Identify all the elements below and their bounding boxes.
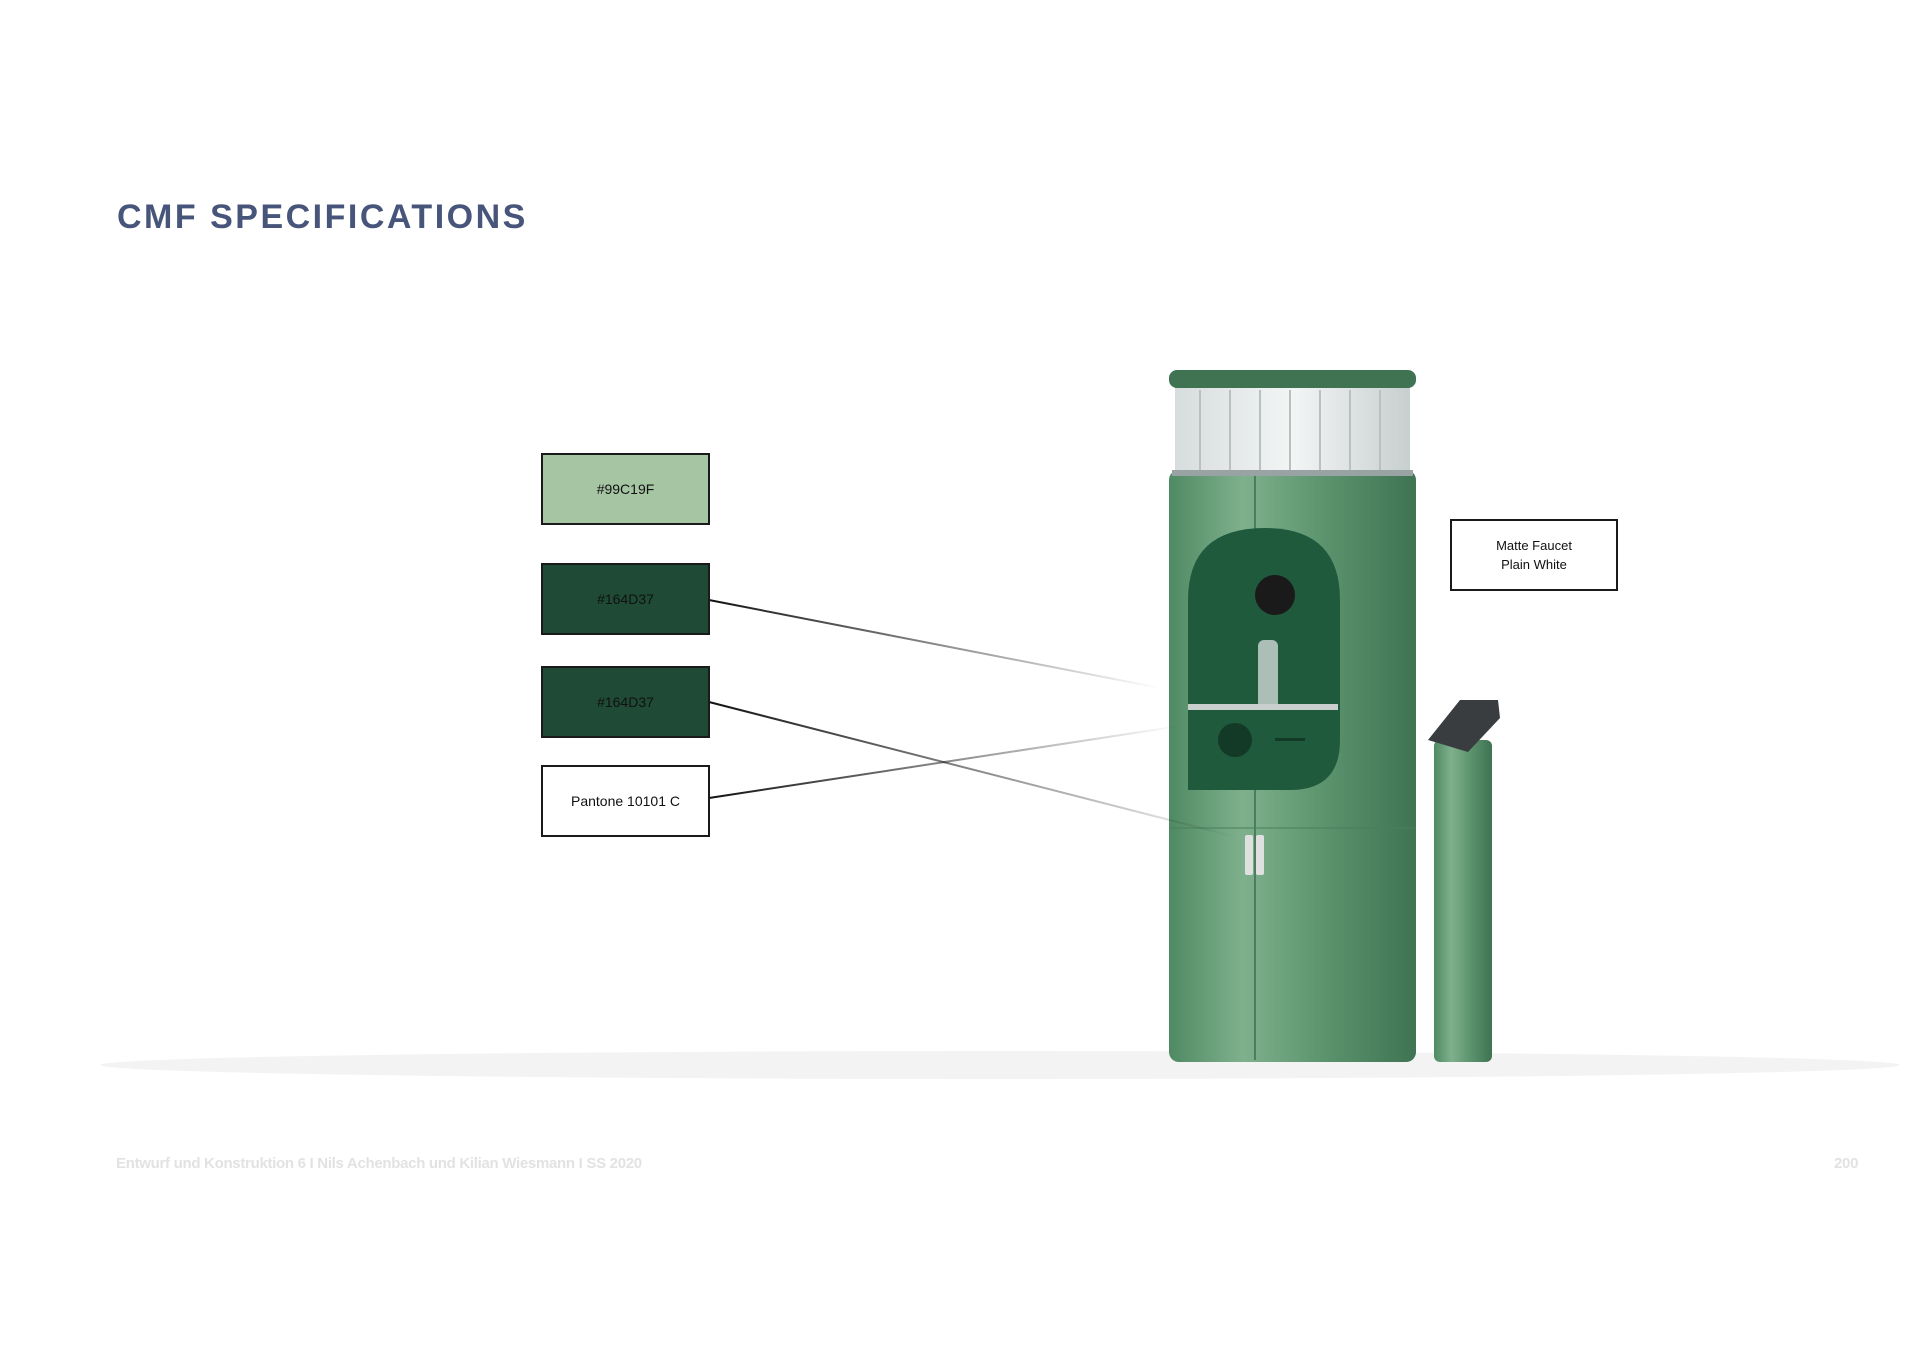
swatch-dark-green-2: #164D37 [541, 666, 710, 738]
dispenser-lid [1169, 370, 1416, 388]
faucet-note: Matte Faucet Plain White [1450, 519, 1618, 591]
bottle [1258, 640, 1278, 710]
shelf [1188, 704, 1338, 710]
swatch-light-green: #99C19F [541, 453, 710, 525]
swatch-label: #164D37 [597, 694, 654, 710]
swatch-dark-green-1: #164D37 [541, 563, 710, 635]
faucet-pillar [1434, 740, 1492, 1062]
page-title: CMF SPECIFICATIONS [117, 198, 528, 236]
note-line-2: Plain White [1501, 557, 1567, 572]
bottle-storage-glass [1175, 385, 1410, 473]
swatch-label: #99C19F [596, 481, 655, 497]
swatch-label: Pantone 10101 C [571, 793, 680, 809]
nozzle [1255, 575, 1295, 615]
faucet-head [1428, 700, 1500, 752]
swatch-pantone: Pantone 10101 C [541, 765, 710, 837]
floor-shadow [100, 1051, 1900, 1079]
page-number: 200 [1834, 1155, 1859, 1172]
footer-credit: Entwurf und Konstruktion 6 I Nils Achenb… [116, 1155, 642, 1172]
swatch-label: #164D37 [597, 591, 654, 607]
note-line-1: Matte Faucet [1496, 538, 1572, 553]
